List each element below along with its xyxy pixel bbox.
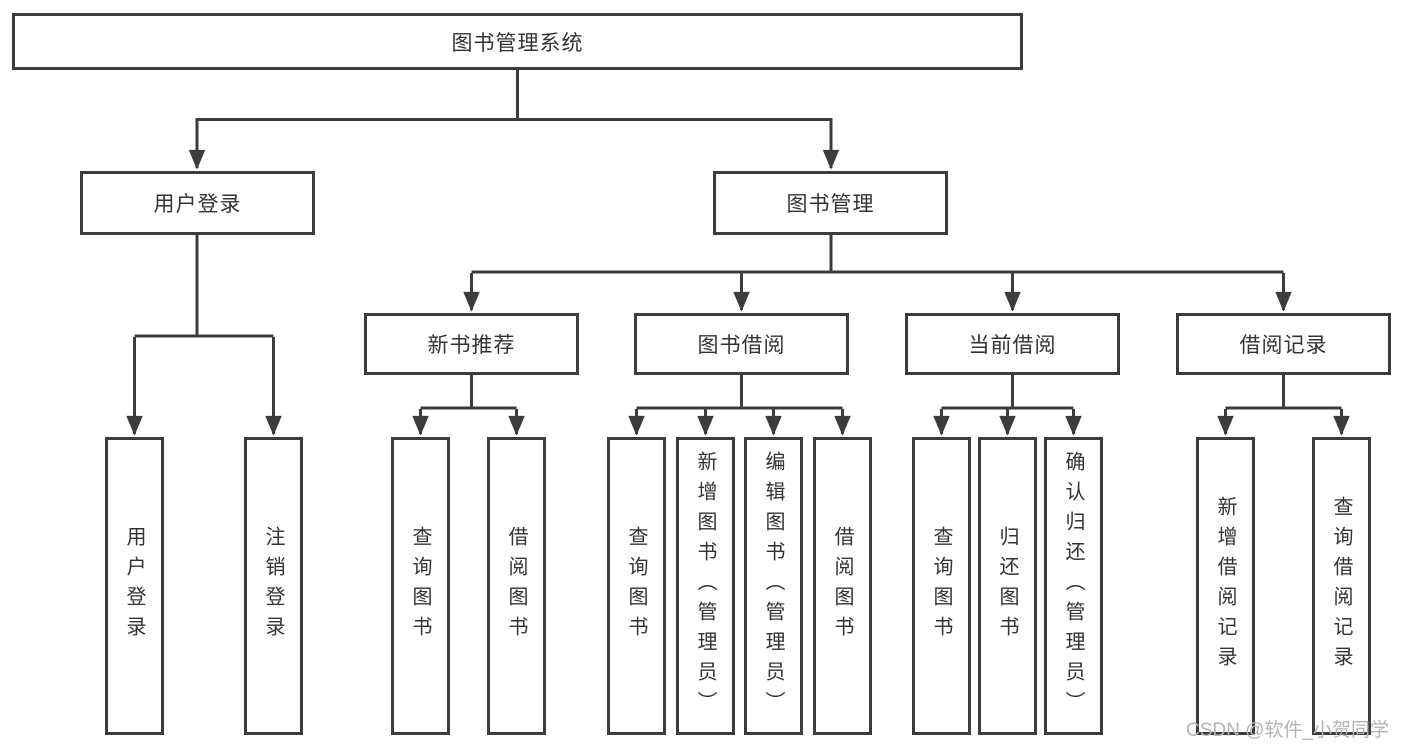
connector-book-borrow bbox=[628, 375, 851, 436]
connector-new-book bbox=[412, 375, 525, 436]
node-user-login: 用户登录 bbox=[80, 171, 315, 235]
leaf-query-borrow-record: 查询借阅记录 bbox=[1312, 437, 1371, 735]
node-book-management: 图书管理 bbox=[713, 171, 948, 235]
node-new-book-recommend: 新书推荐 bbox=[364, 313, 579, 375]
leaf-edit-books-admin: 编辑图书（管理员） bbox=[744, 437, 803, 735]
leaf-current-query-books: 查询图书 bbox=[912, 437, 971, 735]
connector-user-login bbox=[126, 235, 282, 436]
leaf-borrow-books: 借阅图书 bbox=[813, 437, 872, 735]
leaf-add-books-admin: 新增图书（管理员） bbox=[676, 437, 735, 735]
leaf-user-login: 用户登录 bbox=[105, 437, 164, 735]
leaf-recommend-query-books: 查询图书 bbox=[391, 437, 450, 735]
node-current-borrow: 当前借阅 bbox=[905, 313, 1120, 375]
leaf-borrow-query-books: 查询图书 bbox=[607, 437, 666, 735]
leaf-add-borrow-record: 新增借阅记录 bbox=[1196, 437, 1255, 735]
connector-book-mgmt bbox=[463, 235, 1292, 312]
leaf-return-books: 归还图书 bbox=[978, 437, 1037, 735]
node-library-system: 图书管理系统 bbox=[12, 13, 1023, 70]
leaf-logout: 注销登录 bbox=[244, 437, 303, 735]
connector-current-borrow bbox=[933, 375, 1082, 436]
leaf-recommend-borrow-books: 借阅图书 bbox=[487, 437, 546, 735]
connector-root bbox=[188, 68, 840, 170]
node-book-borrow: 图书借阅 bbox=[634, 313, 849, 375]
leaf-confirm-return-admin: 确认归还（管理员） bbox=[1044, 437, 1103, 735]
connector-borrow-records bbox=[1217, 375, 1350, 436]
csdn-watermark: CSDN @软件_小贺同学 bbox=[1186, 720, 1389, 741]
node-borrow-records: 借阅记录 bbox=[1176, 313, 1391, 375]
